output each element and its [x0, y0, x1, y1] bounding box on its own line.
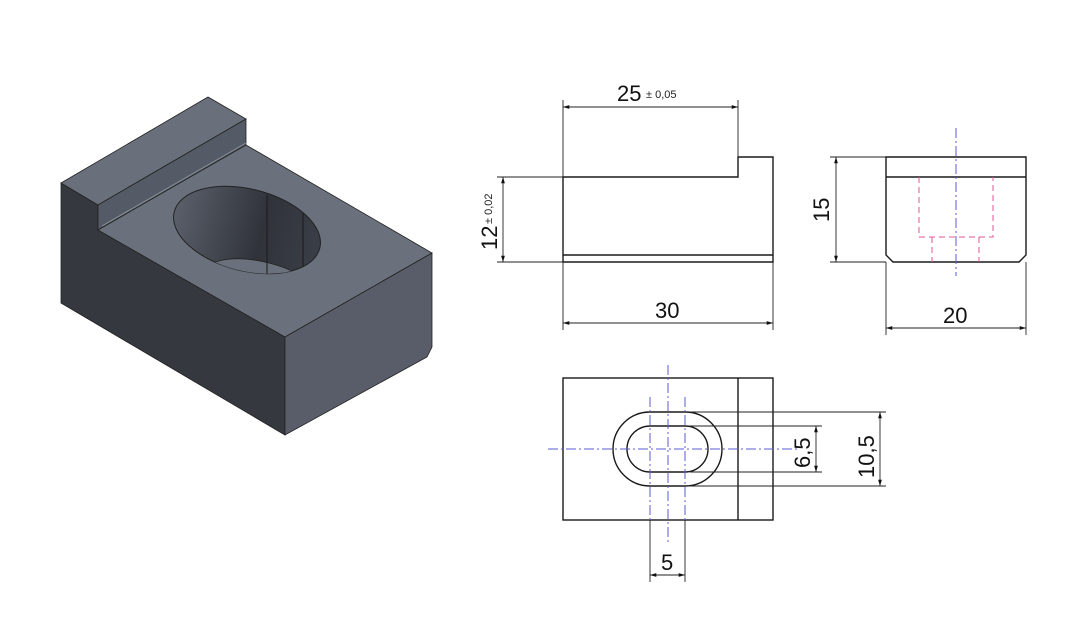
inner-slot-dim: 6,5: [790, 437, 815, 468]
right-face: [284, 252, 433, 436]
side-width-dim: 20: [943, 303, 967, 328]
length-dim: 30: [655, 298, 679, 323]
height-tolerance: ± 0,02: [483, 193, 495, 224]
top-view: 6,5 10,5 5: [548, 365, 886, 582]
outer-slot-dim: 10,5: [854, 435, 879, 478]
height-dim: 12: [477, 226, 502, 250]
front-view: 25 ± 0,05 30 12 ± 0,02: [477, 81, 774, 330]
step-length-dim: 25: [617, 81, 641, 106]
fillet-edge: [101, 142, 247, 227]
side-height-dim: 15: [809, 198, 834, 222]
isometric-view: [60, 96, 433, 436]
slot-width-dim: 5: [661, 550, 673, 575]
step-length-tolerance: ± 0,05: [646, 89, 677, 101]
side-view: 15 20: [809, 128, 1027, 335]
